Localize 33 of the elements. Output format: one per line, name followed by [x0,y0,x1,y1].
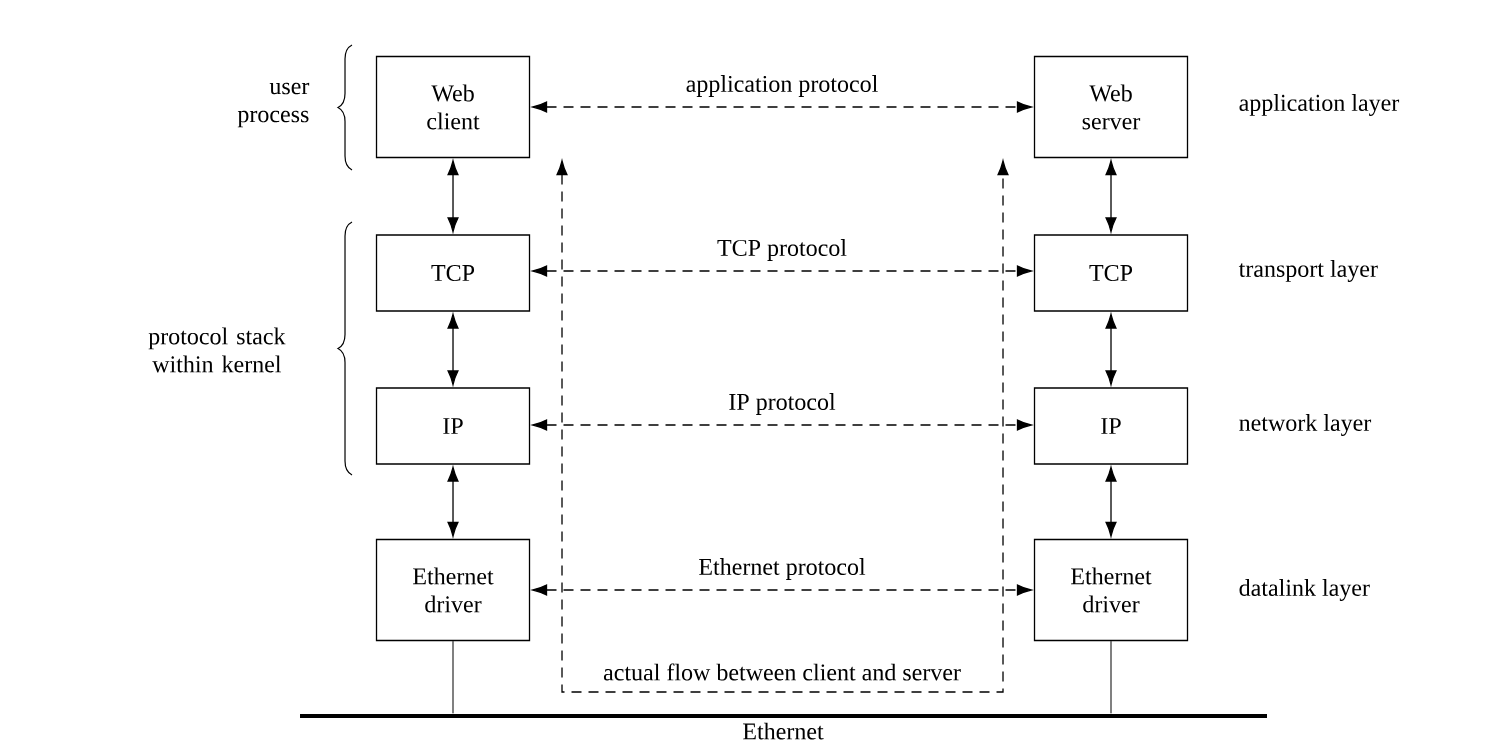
layer-box: IP [1033,387,1189,465]
layer-box: Web server [1033,55,1189,159]
edge-label: actual flow between client and server [602,662,962,682]
layer-label: application layer [1239,94,1400,116]
brace-label: protocol stack within kernel [148,327,286,373]
arrow [447,466,459,537]
arrow [532,584,1032,596]
arrow [1105,313,1117,386]
brace-label: user process [237,82,310,128]
arrow [1105,160,1117,233]
edge-label: IP protocol [727,392,837,416]
arrow [1105,466,1117,537]
arrow [447,160,459,233]
arrow [532,101,1032,113]
edge-label: TCP protocol [716,238,848,262]
layer-label: datalink layer [1239,579,1370,601]
layer-box: TCP [375,234,531,312]
arrow [556,160,1009,693]
connector-line [452,640,454,714]
layer-box: IP [375,387,531,465]
network-bus: Ethernet [300,714,1267,740]
layer-box: Ethernet driver [375,538,531,642]
edge-label: application protocol [684,74,880,98]
edge-label: Ethernet protocol [697,557,867,581]
arrow [532,419,1032,431]
layer-label: transport layer [1238,260,1378,282]
layer-box: Ethernet driver [1033,538,1189,642]
layer-box: TCP [1033,234,1189,312]
layer-box: Web client [375,55,531,159]
arrow [532,265,1032,277]
arrow [447,313,459,386]
layer-label: network layer [1239,414,1372,436]
connector-line [1110,640,1112,714]
